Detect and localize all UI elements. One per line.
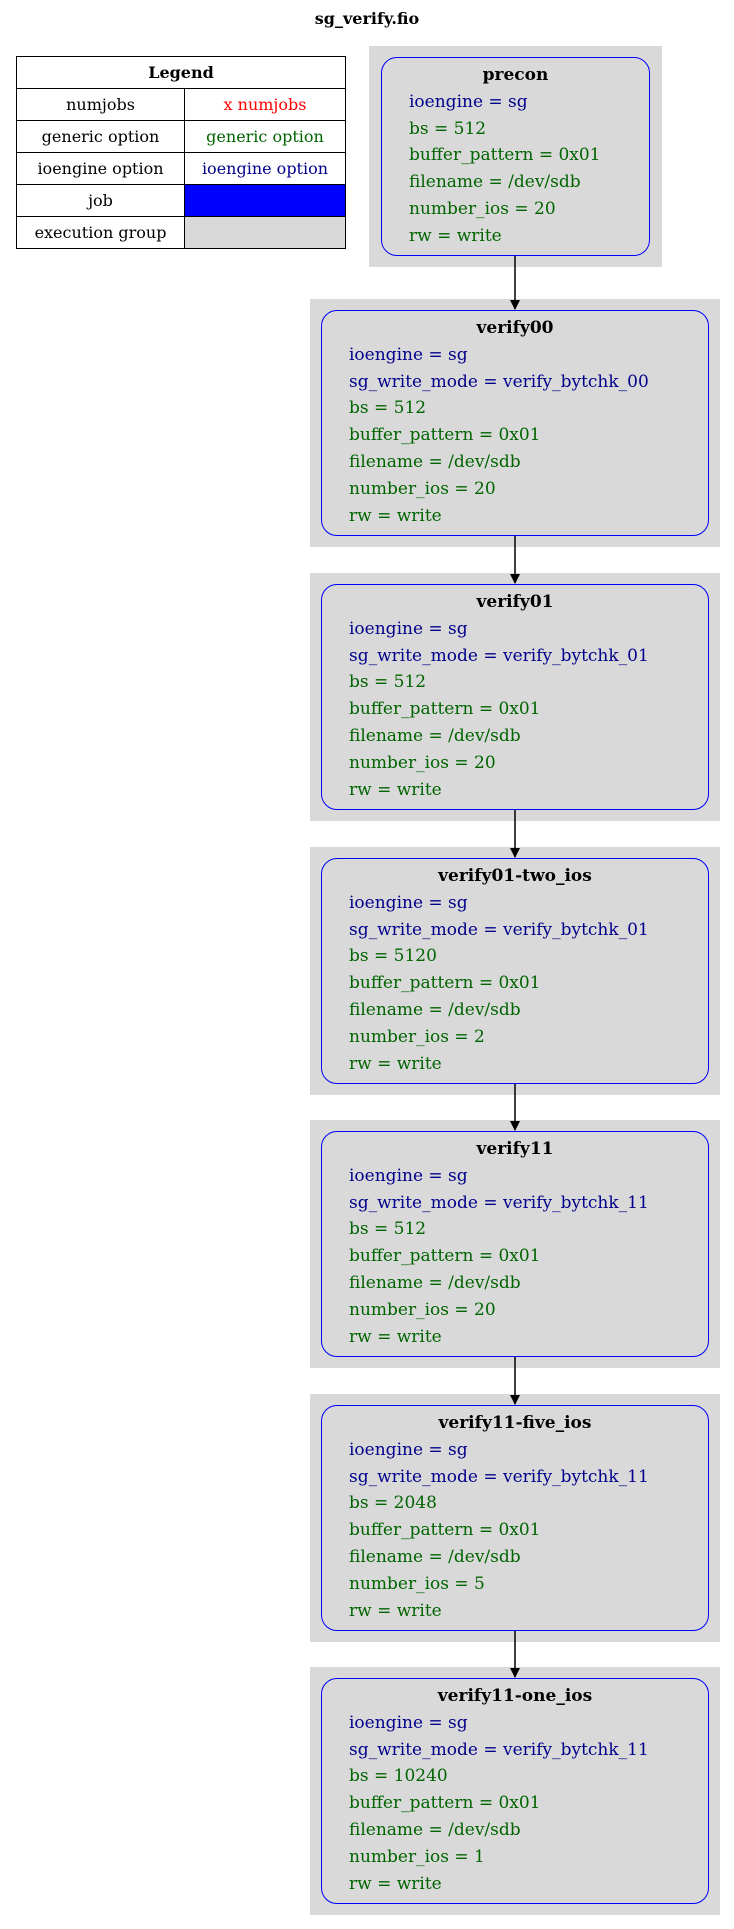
generic-option: buffer_pattern = 0x01	[349, 699, 541, 720]
ioengine-option: ioengine = sg	[349, 892, 468, 913]
ioengine-option: ioengine = sg	[349, 344, 468, 365]
generic-option: rw = write	[349, 505, 442, 526]
ioengine-option: ioengine = sg	[349, 1439, 468, 1460]
legend-label-numjobs: numjobs	[16, 88, 185, 121]
generic-option: number_ios = 5	[349, 1573, 485, 1594]
ioengine-option: sg_write_mode = verify_bytchk_00	[349, 371, 649, 392]
execution-group	[310, 299, 720, 547]
job-name: verify01-two_ios	[438, 866, 592, 886]
generic-option: rw = write	[349, 1053, 442, 1074]
generic-option: filename = /dev/sdb	[349, 1819, 521, 1840]
generic-option: number_ios = 20	[349, 752, 496, 773]
generic-option: bs = 10240	[349, 1766, 448, 1787]
generic-option: rw = write	[349, 1873, 442, 1894]
generic-option: filename = /dev/sdb	[349, 999, 521, 1020]
generic-option: filename = /dev/sdb	[349, 1546, 521, 1567]
generic-option: rw = write	[349, 1326, 442, 1347]
generic-option: buffer_pattern = 0x01	[349, 1793, 541, 1814]
ioengine-option: sg_write_mode = verify_bytchk_11	[349, 1466, 649, 1487]
generic-option: bs = 2048	[349, 1493, 437, 1514]
execution-group	[310, 1667, 720, 1915]
legend-row-ioengine-option: ioengine option ioengine option	[16, 152, 346, 185]
job-node-verify00: verify00 ioengine = sg sg_write_mode = v…	[321, 310, 709, 536]
generic-option: number_ios = 20	[409, 198, 556, 219]
generic-option: filename = /dev/sdb	[409, 172, 581, 193]
job-node-verify11-five_ios: verify11-five_ios ioengine = sg sg_write…	[321, 1405, 709, 1631]
generic-option: number_ios = 20	[349, 1299, 496, 1320]
generic-option: rw = write	[349, 1600, 442, 1621]
job-name: verify00	[476, 318, 554, 338]
generic-option: filename = /dev/sdb	[349, 1272, 521, 1293]
job-name: verify11-five_ios	[438, 1413, 592, 1433]
generic-option: bs = 512	[349, 672, 427, 693]
generic-option: buffer_pattern = 0x01	[409, 145, 601, 166]
legend-row-numjobs: numjobs x numjobs	[16, 88, 346, 121]
diagram-title: sg_verify.fio	[314, 9, 420, 28]
ioengine-option: sg_write_mode = verify_bytchk_01	[349, 919, 649, 940]
generic-option: number_ios = 20	[349, 478, 496, 499]
generic-option: number_ios = 2	[349, 1026, 485, 1047]
ioengine-option: ioengine = sg	[409, 91, 528, 112]
job-node-verify11-one_ios: verify11-one_ios ioengine = sg sg_write_…	[321, 1678, 709, 1904]
generic-option: bs = 512	[349, 1219, 427, 1240]
generic-option: number_ios = 1	[349, 1846, 485, 1867]
generic-option: buffer_pattern = 0x01	[349, 1246, 541, 1267]
generic-option: filename = /dev/sdb	[349, 451, 521, 472]
legend-label-generic-option: generic option	[16, 120, 185, 153]
execution-group	[310, 1394, 720, 1642]
legend-header-row: Legend	[16, 56, 346, 89]
legend-swatch-job	[184, 184, 346, 217]
legend-row-execution-group: execution group	[16, 216, 346, 249]
generic-option: buffer_pattern = 0x01	[349, 1520, 541, 1541]
legend-row-generic-option: generic option generic option	[16, 120, 346, 153]
generic-option: buffer_pattern = 0x01	[349, 425, 541, 446]
job-node-verify01: verify01 ioengine = sg sg_write_mode = v…	[321, 584, 709, 810]
generic-option: bs = 512	[349, 398, 427, 419]
ioengine-option: ioengine = sg	[349, 1712, 468, 1733]
generic-option: rw = write	[409, 225, 502, 246]
job-name: precon	[482, 65, 549, 85]
generic-option: rw = write	[349, 779, 442, 800]
job-name: verify11-one_ios	[437, 1686, 593, 1706]
legend-swatch-execution-group	[184, 216, 346, 249]
execution-group	[310, 847, 720, 1095]
generic-option: bs = 5120	[349, 946, 437, 967]
generic-option: bs = 512	[409, 118, 487, 139]
legend-title: Legend	[16, 56, 346, 89]
job-node-verify01-two_ios: verify01-two_ios ioengine = sg sg_write_…	[321, 858, 709, 1084]
ioengine-option: sg_write_mode = verify_bytchk_01	[349, 645, 649, 666]
job-node-verify11: verify11 ioengine = sg sg_write_mode = v…	[321, 1131, 709, 1357]
legend-table: Legend numjobs x numjobs generic option …	[16, 56, 346, 249]
generic-option: buffer_pattern = 0x01	[349, 973, 541, 994]
execution-group	[310, 1120, 720, 1368]
generic-option: filename = /dev/sdb	[349, 725, 521, 746]
ioengine-option: sg_write_mode = verify_bytchk_11	[349, 1739, 649, 1760]
legend-sample-numjobs: x numjobs	[184, 88, 346, 121]
ioengine-option: ioengine = sg	[349, 1165, 468, 1186]
legend-label-job: job	[16, 184, 185, 217]
legend-sample-ioengine-option: ioengine option	[184, 152, 346, 185]
ioengine-option: sg_write_mode = verify_bytchk_11	[349, 1192, 649, 1213]
execution-group	[369, 46, 662, 267]
execution-group	[310, 573, 720, 821]
job-node-precon: precon ioengine = sg bs = 512 buffer_pat…	[381, 57, 650, 256]
job-name: verify01	[476, 592, 554, 612]
job-name: verify11	[476, 1139, 554, 1159]
legend-label-execution-group: execution group	[16, 216, 185, 249]
legend-row-job: job	[16, 184, 346, 217]
ioengine-option: ioengine = sg	[349, 618, 468, 639]
